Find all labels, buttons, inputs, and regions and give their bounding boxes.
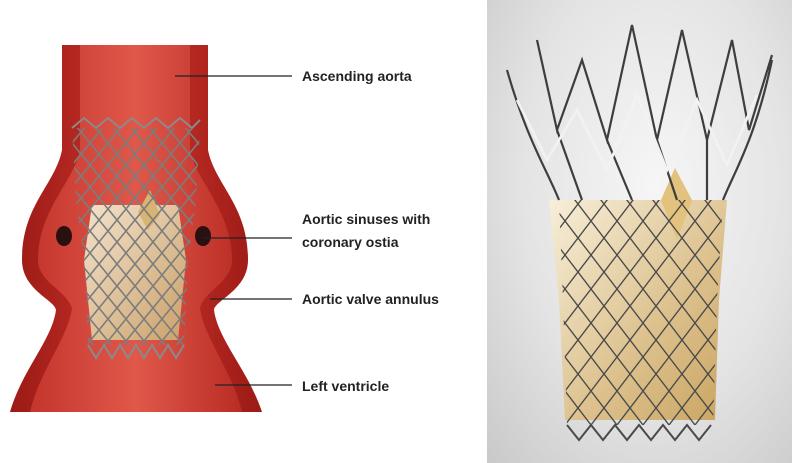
valve-lower-mesh xyxy=(559,200,723,425)
label-aortic-sinuses-line1: Aortic sinuses with xyxy=(302,208,430,230)
aorta-illustration xyxy=(0,0,485,463)
label-aortic-sinuses-line2: coronary ostia xyxy=(302,231,398,253)
valve-upper-frame-silver xyxy=(517,95,757,170)
valve-upper-frame xyxy=(507,25,772,200)
label-ascending-aorta: Ascending aorta xyxy=(302,65,412,87)
stent-frame xyxy=(72,128,200,345)
right-coronary-ostium xyxy=(195,226,211,246)
valve-photo xyxy=(487,0,792,463)
valve-bottom-crowns xyxy=(567,425,711,440)
label-aortic-valve-annulus: Aortic valve annulus xyxy=(302,288,439,310)
left-coronary-ostium xyxy=(56,226,72,246)
aortic-cross-section-diagram: Ascending aorta Aortic sinuses with coro… xyxy=(0,0,485,463)
self-expanding-valve-image xyxy=(487,0,792,463)
label-left-ventricle: Left ventricle xyxy=(302,375,389,397)
